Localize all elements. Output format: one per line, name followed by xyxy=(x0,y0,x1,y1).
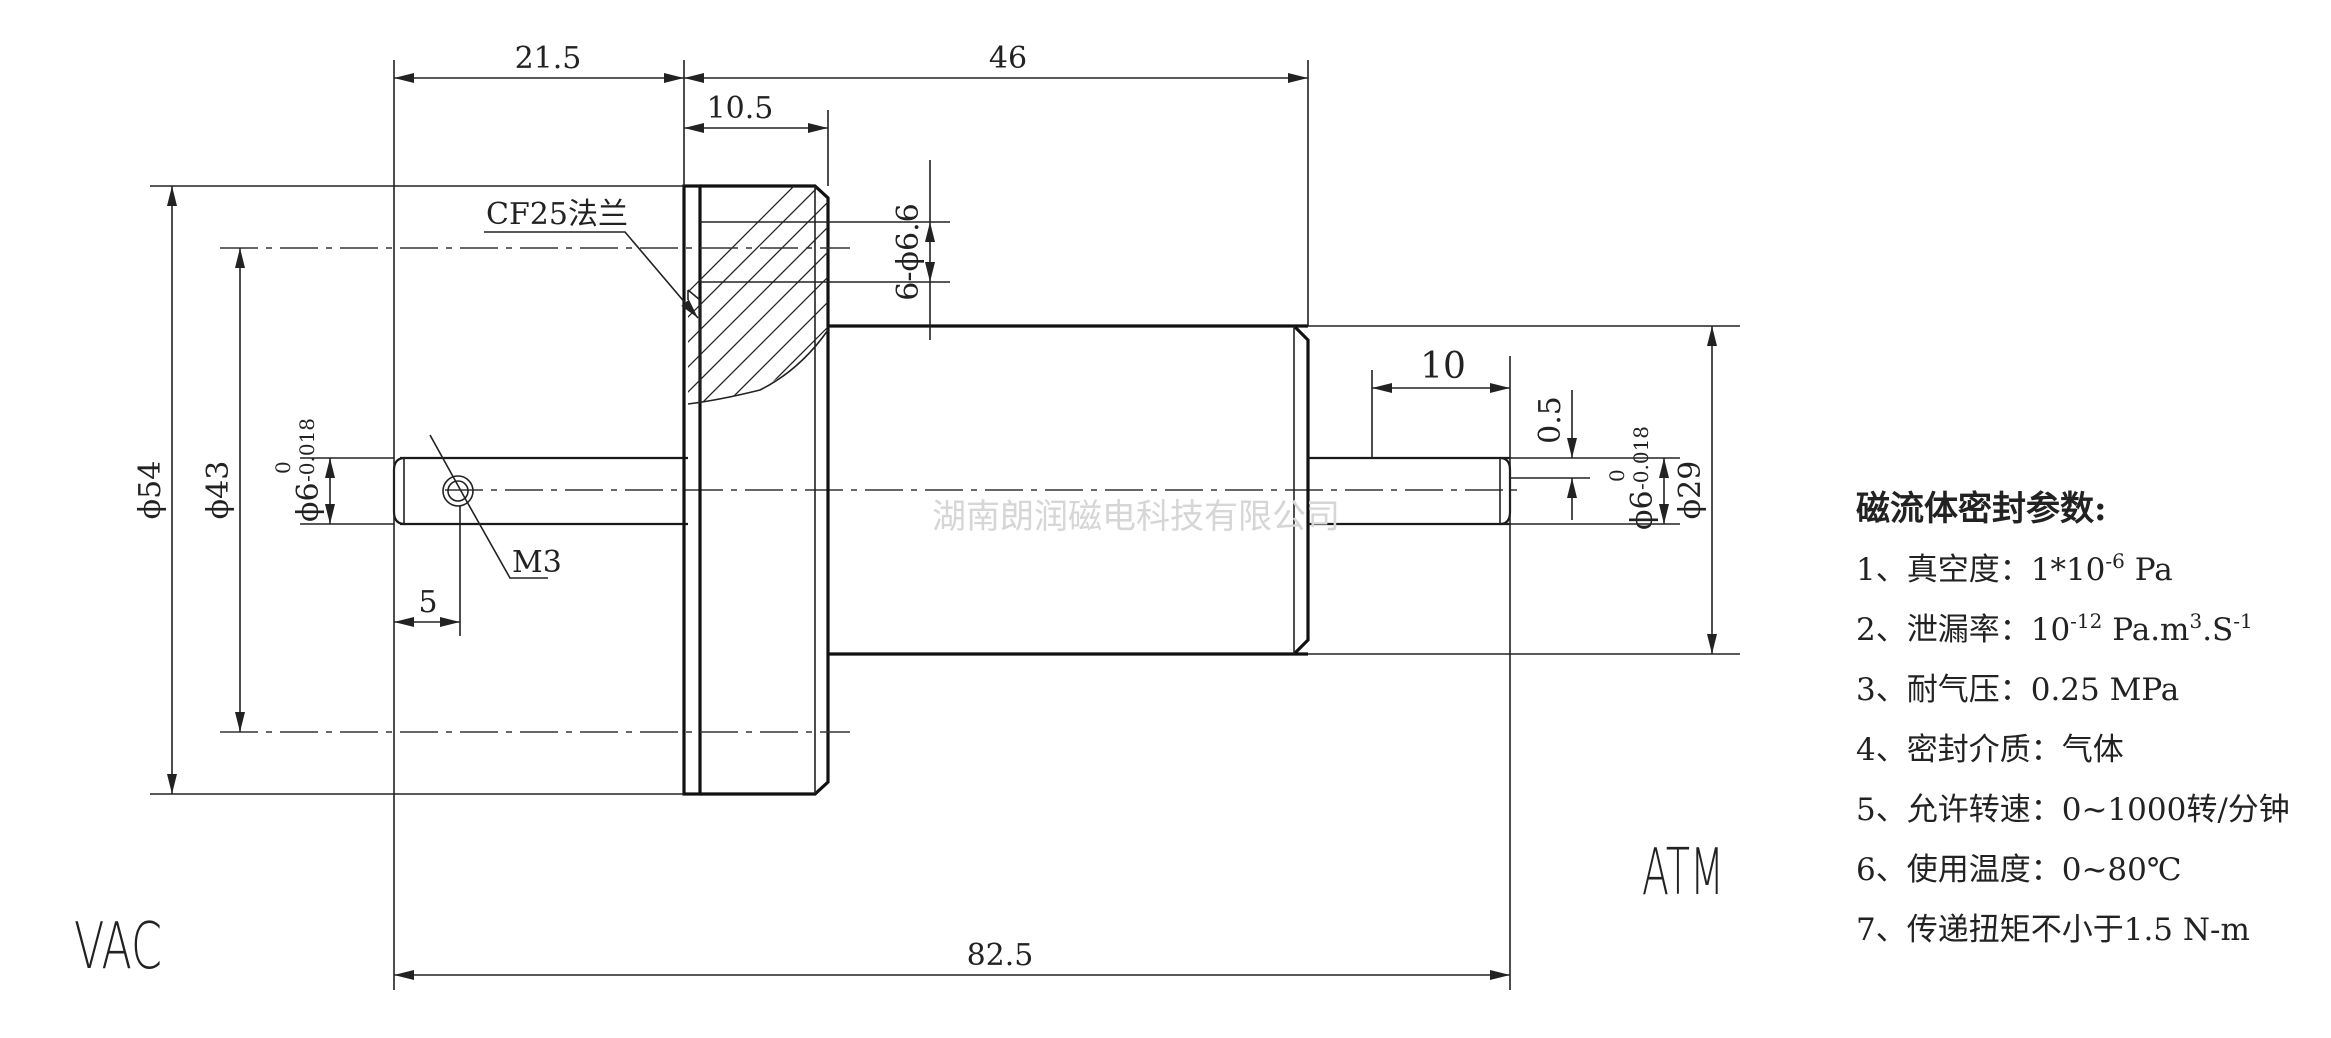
svg-text:-0.018: -0.018 xyxy=(1629,426,1653,490)
svg-text:ϕ6: ϕ6 xyxy=(291,482,326,522)
cf25-flange xyxy=(220,184,850,796)
dim-phi6-left: ϕ6 0 -0.018 xyxy=(271,418,326,522)
seal-parameters: 磁流体密封参数: 1、真空度：1*10-6 Pa 2、泄漏率：10-12 Pa.… xyxy=(1856,489,2290,948)
dim-21-5: 21.5 xyxy=(515,41,582,76)
spec-item: 6、使用温度：0~80℃ xyxy=(1856,852,2182,888)
svg-text:0: 0 xyxy=(271,461,295,474)
flange-callout: CF25法兰 xyxy=(486,197,628,232)
spec-item: 1、真空度：1*10-6 Pa xyxy=(1856,549,2173,588)
dim-phi43: ϕ43 xyxy=(201,461,236,520)
thread-callout: M3 xyxy=(512,545,562,580)
dim-46: 46 xyxy=(989,41,1027,76)
dim-phi29: ϕ29 xyxy=(1673,461,1708,520)
dim-phi6-right: ϕ6 0 -0.018 xyxy=(1605,426,1660,530)
spec-item: 4、密封介质：气体 xyxy=(1856,732,2124,768)
dim-10-5: 10.5 xyxy=(707,91,774,126)
dim-5: 5 xyxy=(418,585,437,620)
dimension-lines xyxy=(167,73,1717,980)
vac-label: VAC xyxy=(74,910,162,984)
leader-lines xyxy=(429,231,699,579)
spec-title: 磁流体密封参数: xyxy=(1856,489,2107,529)
seal-housing xyxy=(828,324,1310,656)
company-watermark: 湖南朗润磁电科技有限公司 xyxy=(932,497,1340,537)
svg-text:ϕ6: ϕ6 xyxy=(1625,490,1660,530)
spec-item: 2、泄漏率：10-12 Pa.m3.S-1 xyxy=(1856,609,2253,648)
atm-label: ATM xyxy=(1642,836,1724,910)
dim-phi54: ϕ54 xyxy=(133,461,168,520)
dim-10: 10 xyxy=(1420,346,1466,387)
left-shaft xyxy=(392,456,688,526)
extension-lines xyxy=(150,60,1740,990)
spec-item: 3、耐气压：0.25 MPa xyxy=(1856,672,2179,708)
dim-holes: 6-ϕ6.6 xyxy=(891,203,926,300)
svg-text:-0.018: -0.018 xyxy=(295,418,319,482)
spec-item: 5、允许转速：0~1000转/分钟 xyxy=(1856,792,2290,828)
svg-text:0: 0 xyxy=(1605,469,1629,482)
dim-0-5: 0.5 xyxy=(1533,396,1568,444)
dim-82-5: 82.5 xyxy=(967,938,1034,973)
spec-item: 7、传递扭矩不小于1.5 N-m xyxy=(1856,912,2250,948)
